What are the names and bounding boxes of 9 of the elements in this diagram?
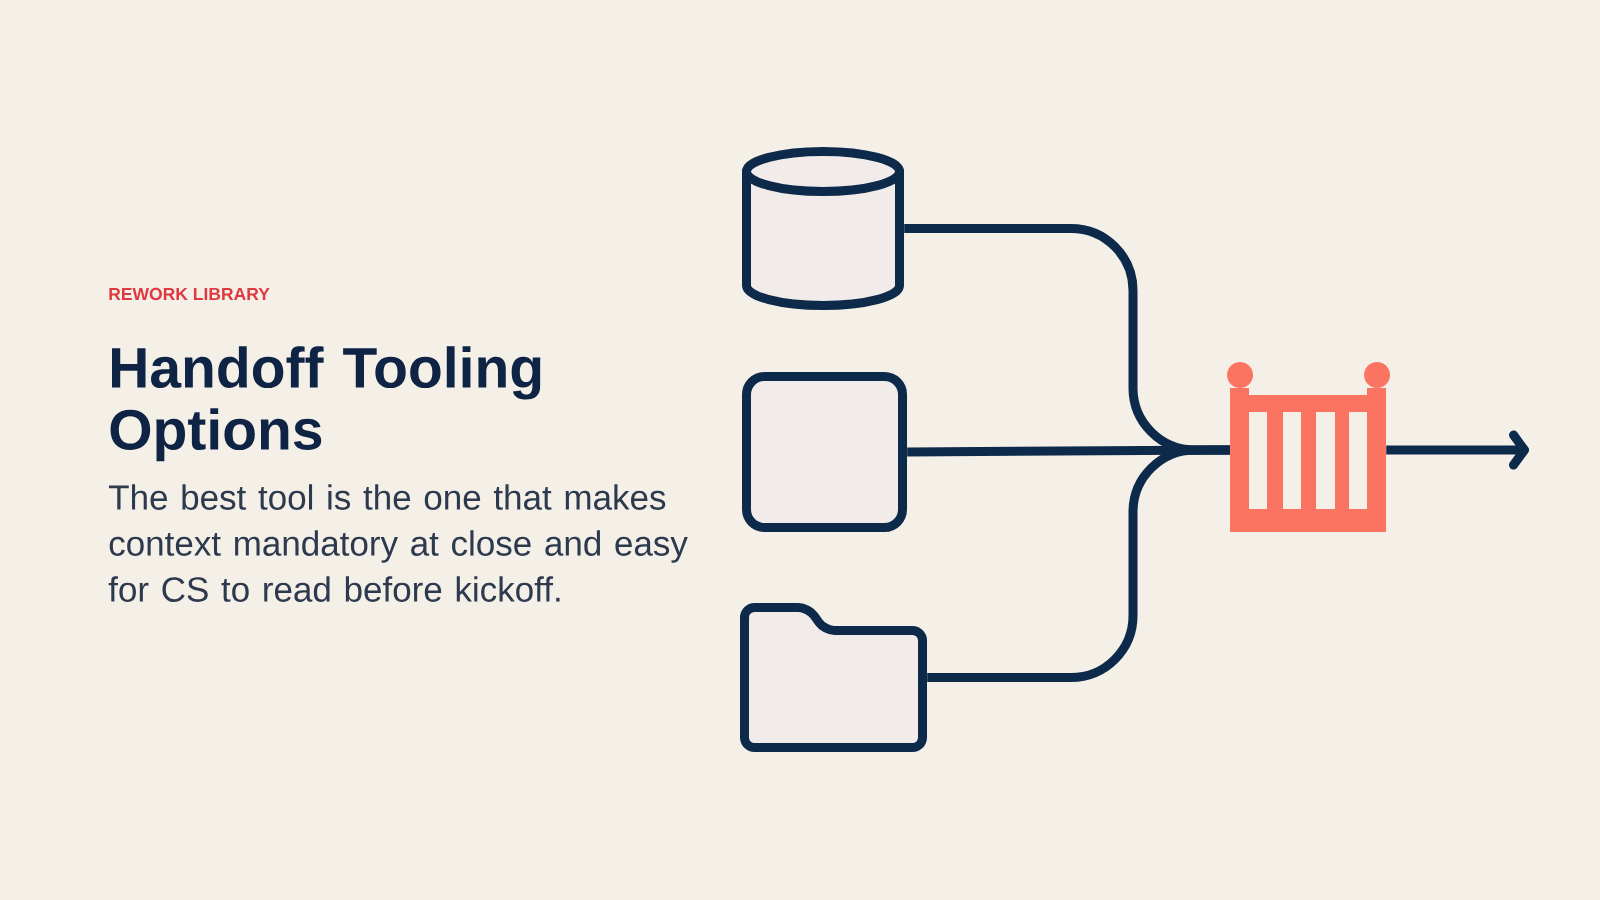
rounded-box — [742, 372, 907, 532]
cylinder — [742, 147, 904, 310]
arrow — [1386, 430, 1529, 470]
body-text: The best tool is the one that makes context mandatory at close and easy for CS to read before kickoff. — [108, 484, 688, 602]
folder — [740, 603, 927, 752]
eyebrow-label: REWORK LIBRARY — [109, 287, 270, 301]
title: Handoff Tooling Options — [110, 346, 541, 462]
gate — [1227, 362, 1390, 532]
connector-line — [927, 445, 1230, 682]
